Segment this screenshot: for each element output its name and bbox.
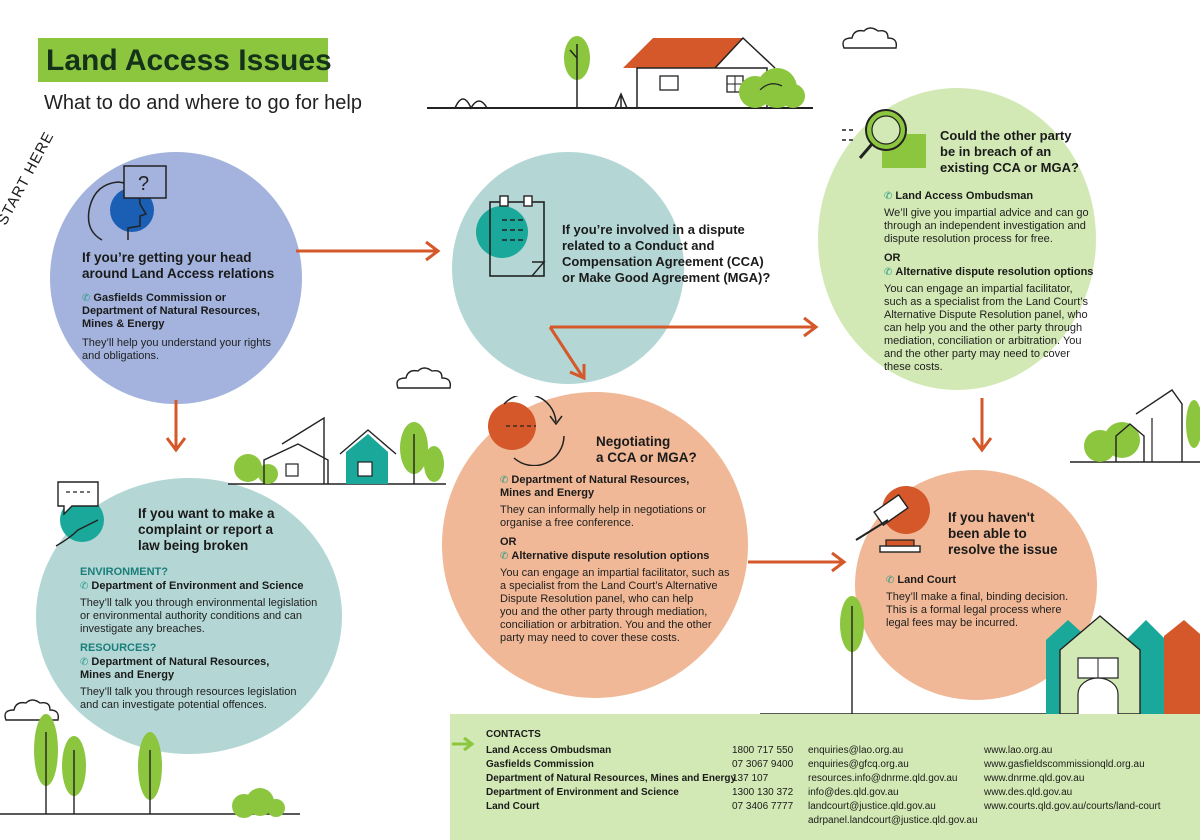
- web-link[interactable]: www.gasfieldscommissionqld.org.au: [984, 759, 1145, 770]
- cloud-icon: [396, 367, 452, 389]
- phone-icon: ✆: [500, 475, 509, 486]
- house-illustration-right: [1070, 389, 1200, 463]
- magnifier-icon: [842, 109, 926, 168]
- email-link[interactable]: resources.info@dnrme.qld.gov.au: [808, 773, 958, 784]
- email-link[interactable]: enquiries@lao.org.au: [808, 745, 904, 756]
- node-heading: If you’re getting your head around Land …: [82, 250, 275, 281]
- contacts-panel: CONTACTS Land Access Ombudsman Gasfields…: [450, 714, 1200, 840]
- page-title: Land Access Issues: [46, 44, 332, 77]
- web-link[interactable]: www.courts.qld.gov.au/courts/land-court: [984, 801, 1161, 812]
- contacts-names: Land Access Ombudsman Gasfields Commissi…: [486, 745, 737, 812]
- node-unresolved-heading: If you haven't been able to resolve the …: [948, 510, 1058, 557]
- town-illustration: [760, 596, 1200, 715]
- circle-breach: [818, 88, 1096, 390]
- node-breach-heading: Could the other party be in breach of an…: [940, 128, 1079, 175]
- phone-icon: ✆: [500, 551, 509, 562]
- clipboard-icon: [476, 195, 546, 277]
- email-link[interactable]: info@des.qld.gov.au: [808, 787, 899, 798]
- node-negotiating-heading: Negotiating a CCA or MGA?: [596, 434, 697, 465]
- contacts-websites: www.lao.org.au www.gasfieldscommissionql…: [984, 744, 1161, 814]
- title-banner: Land Access Issues: [38, 38, 332, 82]
- house-illustration-middle: [228, 416, 446, 485]
- contacts-title: CONTACTS: [486, 729, 541, 740]
- email-link[interactable]: enquiries@gfcq.org.au: [808, 759, 909, 770]
- circle-negotiating: [442, 392, 748, 698]
- node-getting-head: If you’re getting your head around Land …: [82, 250, 292, 363]
- head-question-icon: ?: [87, 165, 167, 241]
- node-negotiating: ✆Department of Natural Resources, Mines …: [500, 474, 730, 644]
- phone-icon: ✆: [80, 657, 89, 668]
- cycle-arrows-icon: [488, 396, 565, 466]
- node-org: ✆Gasfields Commission or Department of N…: [82, 292, 260, 330]
- phone-icon: ✆: [884, 191, 893, 202]
- email-link[interactable]: adrpanel.landcourt@justice.qld.gov.au: [808, 815, 978, 826]
- trees-illustration-left: [0, 699, 300, 818]
- web-link[interactable]: www.dnrme.qld.gov.au: [984, 773, 1085, 784]
- svg-text:?: ?: [138, 173, 149, 195]
- speech-hand-icon: [55, 481, 104, 547]
- arrow-right-icon: [452, 736, 475, 752]
- phone-icon: ✆: [886, 575, 895, 586]
- phone-icon: ✆: [884, 267, 893, 278]
- contacts-emails: enquiries@lao.org.au enquiries@gfcq.org.…: [808, 744, 978, 828]
- cloud-icon: [842, 27, 898, 49]
- contacts-phones: 1800 717 550 07 3067 9400 137 107 1300 1…: [732, 745, 794, 812]
- node-unresolved: ✆Land Court They’ll make a final, bindin…: [886, 574, 1069, 629]
- node-body: They’ll help you understand your rights …: [82, 337, 271, 362]
- phone-icon: ✆: [80, 581, 89, 592]
- web-link[interactable]: www.des.qld.gov.au: [984, 787, 1073, 798]
- node-complaint: ENVIRONMENT? ✆Department of Environment …: [80, 566, 318, 711]
- house-illustration-top: [427, 36, 813, 110]
- node-heading: If you’re involved in a dispute related …: [562, 222, 771, 285]
- page-subtitle: What to do and where to go for help: [44, 92, 362, 114]
- web-link[interactable]: www.lao.org.au: [984, 745, 1053, 756]
- phone-icon: ✆: [82, 293, 91, 304]
- circle-getting-head: [50, 152, 302, 404]
- gavel-icon: [855, 486, 930, 553]
- node-complaint-heading: If you want to make a complaint or repor…: [138, 506, 275, 553]
- email-link[interactable]: landcourt@justice.qld.gov.au: [808, 801, 936, 812]
- node-dispute: If you’re involved in a dispute related …: [562, 222, 782, 286]
- node-breach: ✆Land Access Ombudsman We’ll give you im…: [884, 190, 1094, 373]
